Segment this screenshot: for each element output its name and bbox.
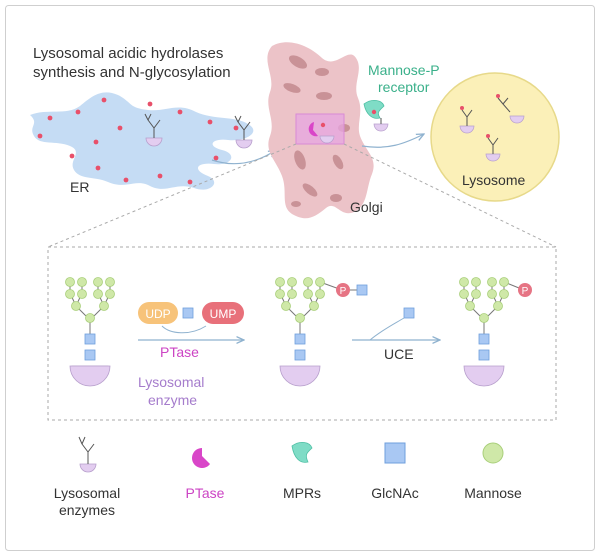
enzyme-label-line-2: enzyme (148, 392, 197, 408)
udp-ump-curve (161, 325, 207, 334)
lysosome-enzyme-2 (496, 94, 525, 124)
er-body (30, 92, 254, 190)
golgi-organelle (267, 42, 374, 219)
udp-pill: UDP (138, 302, 178, 324)
detail-box (47, 246, 557, 421)
legend-ptase-label: PTase (186, 485, 225, 501)
uce-label: UCE (384, 346, 414, 362)
legend-mannose-label: Mannose (464, 485, 522, 501)
glycan-phosphorylated: P (459, 277, 532, 387)
ump-pill: UMP (202, 302, 244, 324)
lysosome-organelle (430, 72, 560, 202)
enzyme-label-line-1: Lysosomal (138, 374, 204, 390)
golgi-cisternae (283, 55, 350, 207)
legend-glcnac-label: GlcNAc (371, 485, 418, 501)
mpr-bound-enzyme-icon (363, 100, 389, 132)
golgi-label: Golgi (350, 199, 383, 215)
glycan-glcnac-phosphate: P (275, 277, 368, 387)
er-enzyme-icon (144, 113, 163, 147)
legend-mpr-icon (291, 442, 313, 463)
glycan-unphosphorylated (65, 277, 115, 387)
er-label: ER (70, 179, 89, 195)
legend-ptase-icon (192, 448, 210, 468)
legend-mprs-label: MPRs (283, 485, 321, 501)
arrow-golgi-to-lysosome (361, 134, 424, 148)
legend-enzymes-line-1: Lysosomal (54, 485, 120, 501)
title-line-2: synthesis and N-glycosylation (33, 64, 231, 81)
title-line-1: Lysosomal acidic hydrolases (33, 45, 223, 62)
ump-label: UMP (210, 307, 237, 321)
zoom-line-left (47, 143, 297, 248)
ptase-label: PTase (160, 344, 199, 360)
legend-glcnac-icon (384, 442, 406, 464)
mpr-label-line-1: Mannose-P (368, 62, 440, 78)
udp-label: UDP (145, 307, 170, 321)
phosphate-label-2: P (522, 286, 529, 297)
er-organelle (30, 92, 254, 190)
golgi-ptase-icon (308, 122, 318, 137)
phosphate-label: P (340, 286, 347, 297)
transit-enzyme-icon (234, 115, 253, 149)
legend-enzymes-line-2: enzymes (59, 502, 115, 518)
legend-mannose-icon (482, 442, 504, 464)
lysosome-label: Lysosome (462, 172, 526, 188)
outer-frame (5, 5, 595, 551)
mpr-label-line-2: receptor (378, 79, 430, 95)
lysosome-enzyme-1 (459, 106, 475, 134)
glcnac-transfer-icon (182, 307, 194, 319)
legend-enzyme-icon (78, 436, 97, 473)
golgi-highlight-box (295, 113, 345, 145)
glcnac-released-icon (403, 307, 415, 319)
er-ribosomes (37, 97, 239, 185)
legend: Lysosomal enzymes PTase MPRs GlcNAc Mann… (54, 436, 522, 518)
lysosome-enzyme-3 (485, 134, 501, 162)
uce-release-curve (369, 317, 405, 341)
